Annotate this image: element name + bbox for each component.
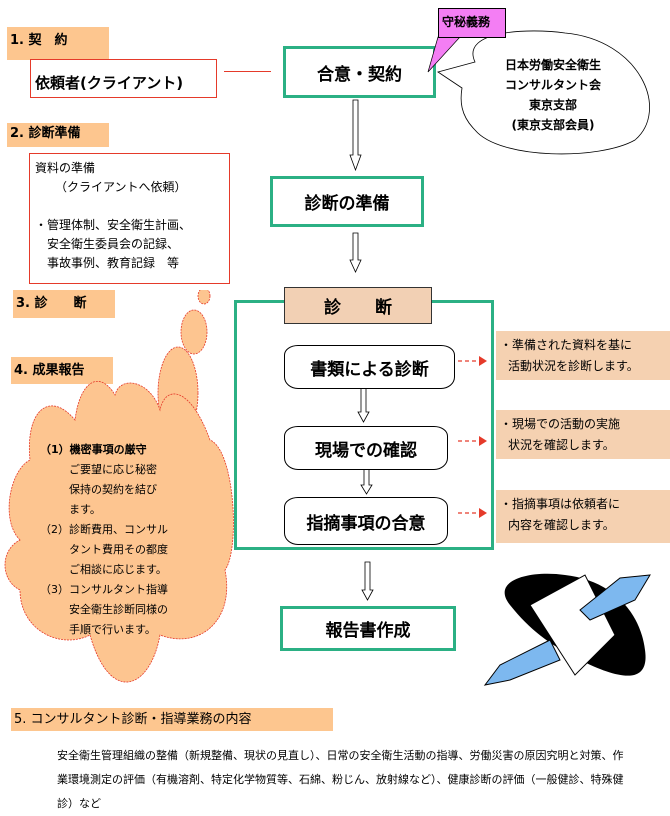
agreement-box: 合意・契約 <box>283 46 436 98</box>
report-box: 報告書作成 <box>280 606 456 651</box>
diagnosis-header: 診 断 <box>284 287 432 324</box>
note-line: 内容を確認します。 <box>508 518 615 532</box>
prep-item: 事故事例、教育記録 等 <box>47 256 180 270</box>
down-arrow-icon <box>361 561 374 601</box>
note-line: ・指摘事項は依頼者に <box>500 497 621 511</box>
step-document-review: 書類による診断 <box>284 345 455 389</box>
content-paragraph: 安全衛生管理組織の整備（新規整備、現状の見直し）、日常の安全衛生活動の指導、労働… <box>57 749 624 810</box>
note-document: ・準備された資料を基に 活動状況を診断します。 <box>496 331 670 380</box>
cloud-line: ご相談に応じます。 <box>69 563 167 576</box>
section-prep: 2. 診断準備 <box>7 123 109 147</box>
client-box: 依頼者(クライアント) <box>30 59 217 98</box>
cloud-item-title: （2）診断費用、コンサル <box>40 523 168 536</box>
cloud-line: タント費用その都度 <box>69 543 168 556</box>
note-line: 活動状況を診断します。 <box>508 359 639 373</box>
note-site: ・現場での活動の実施 状況を確認します。 <box>496 410 670 459</box>
assoc-line: (東京支部会員) <box>511 118 595 132</box>
cloud-item-title: （1）機密事項の厳守 <box>40 443 147 456</box>
assoc-line: 東京支部 <box>528 98 577 112</box>
down-arrow-icon <box>349 232 362 273</box>
prep-step-box: 診断の準備 <box>270 176 424 227</box>
prep-materials-box: 資料の準備 （クライアントへ依頼） ・管理体制、安全衛生計画、 安全衛生委員会の… <box>29 153 230 284</box>
prep-item: ・管理体制、安全衛生計画、 <box>35 218 192 232</box>
connector-line <box>224 71 271 72</box>
assoc-line: コンサルタント会 <box>504 78 601 92</box>
association-text: 日本労働安全衛生 コンサルタント会 東京支部 (東京支部会員) <box>478 55 628 135</box>
step-findings-agreement: 指摘事項の合意 <box>284 497 448 545</box>
cloud-line: 保持の契約を結び <box>69 483 157 496</box>
cloud-text: （1）機密事項の厳守 ご要望に応じ秘密 保持の契約を結び ます。 （2）診断費用… <box>40 440 220 640</box>
cloud-line: 安全衛生診断同様の <box>69 603 168 616</box>
note-line: ・現場での活動の実施 <box>500 417 621 431</box>
callout-tail <box>427 36 461 73</box>
assoc-line: 日本労働安全衛生 <box>504 58 601 72</box>
prep-item: 安全衛生委員会の記録、 <box>47 237 180 251</box>
note-line: 状況を確認します。 <box>508 438 615 452</box>
section-content: 5. コンサルタント診断・指導業務の内容 <box>11 708 333 731</box>
speech-bubble <box>437 30 650 155</box>
cloud-line: 手順で行います。 <box>69 623 156 636</box>
prep-title: 資料の準備 <box>35 161 96 175</box>
section-contract: 1. 契 約 <box>7 27 109 60</box>
cloud-line: ご要望に応じ秘密 <box>69 463 157 476</box>
section-diagnosis: 3. 診 断 <box>13 290 115 318</box>
prep-sub: （クライアントへ依頼） <box>55 180 187 194</box>
step-site-check: 現場での確認 <box>284 426 448 470</box>
handshake-document-icon <box>483 573 651 686</box>
note-findings: ・指摘事項は依頼者に 内容を確認します。 <box>496 490 670 543</box>
cloud-line: ます。 <box>69 503 101 516</box>
callouts <box>427 30 650 155</box>
note-line: ・準備された資料を基に <box>500 338 633 352</box>
down-arrow-icon <box>349 99 362 172</box>
section-results: 4. 成果報告 <box>11 357 113 384</box>
confidentiality-label: 守秘義務 <box>438 8 506 38</box>
thought-cloud <box>4 290 234 683</box>
cloud-item-title: （3）コンサルタント指導 <box>40 583 168 596</box>
